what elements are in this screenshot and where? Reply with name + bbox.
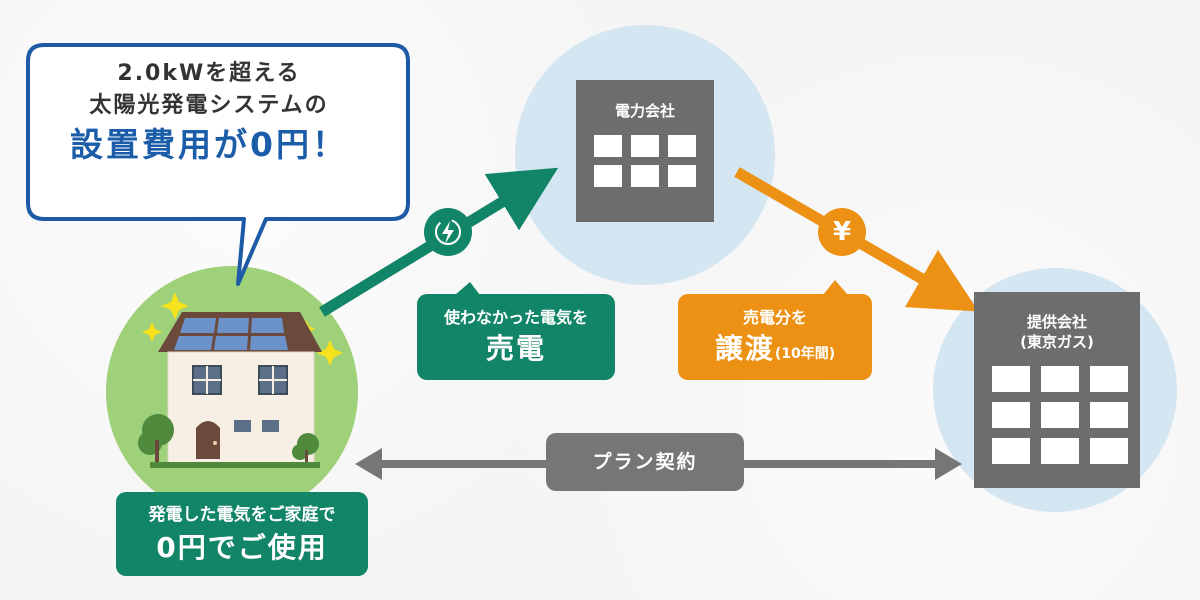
plan-contract-label: プラン契約 — [592, 451, 698, 473]
callout-line-free: 設置費用が0円！ — [70, 125, 348, 164]
provider-label: 提供会社 — [1026, 313, 1087, 331]
callout-text: 2.0kWを超える 太陽光発電システムの 設置費用が0円！ — [28, 58, 390, 168]
transfer-label-box: 売電分を 譲渡(10年間) — [678, 294, 872, 380]
transfer-label-line1: 売電分を — [742, 308, 807, 327]
transfer-label-line2: 譲渡 — [714, 332, 775, 365]
power-company-label: 電力会社 — [614, 102, 675, 120]
home-usage-box: 発電した電気をご家庭で 0円でご使用 — [116, 492, 368, 576]
yen-icon: ¥ — [818, 208, 866, 256]
sell-label-box: 使わなかった電気を 売電 — [417, 294, 615, 380]
sell-label-line1: 使わなかった電気を — [443, 308, 588, 327]
house-illustration — [138, 292, 343, 468]
power-company-building: 電力会社 — [576, 80, 714, 222]
lightning-icon — [424, 208, 472, 256]
callout-line-system: 太陽光発電システムの — [89, 93, 329, 118]
provider-building: 提供会社 (東京ガス) — [974, 292, 1140, 488]
home-usage-line2: 0円でご使用 — [156, 531, 328, 564]
provider-sublabel: (東京ガス) — [1020, 333, 1094, 351]
lightning-glyph — [435, 219, 461, 245]
transfer-label-period: (10年間) — [774, 346, 836, 362]
plan-contract-box: プラン契約 — [546, 433, 744, 491]
yen-glyph: ¥ — [832, 217, 852, 247]
sell-arrow — [319, 167, 559, 317]
sell-label-line2: 売電 — [485, 332, 546, 365]
home-usage-line1: 発電した電気をご家庭で — [148, 505, 336, 525]
callout-line-capacity: 2.0kWを超える — [117, 61, 301, 86]
callout-bubble — [26, 43, 410, 286]
